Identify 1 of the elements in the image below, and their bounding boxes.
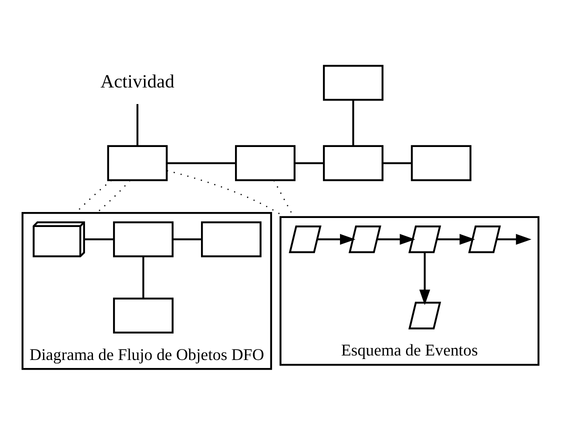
- node-text: Actividad: [100, 70, 174, 92]
